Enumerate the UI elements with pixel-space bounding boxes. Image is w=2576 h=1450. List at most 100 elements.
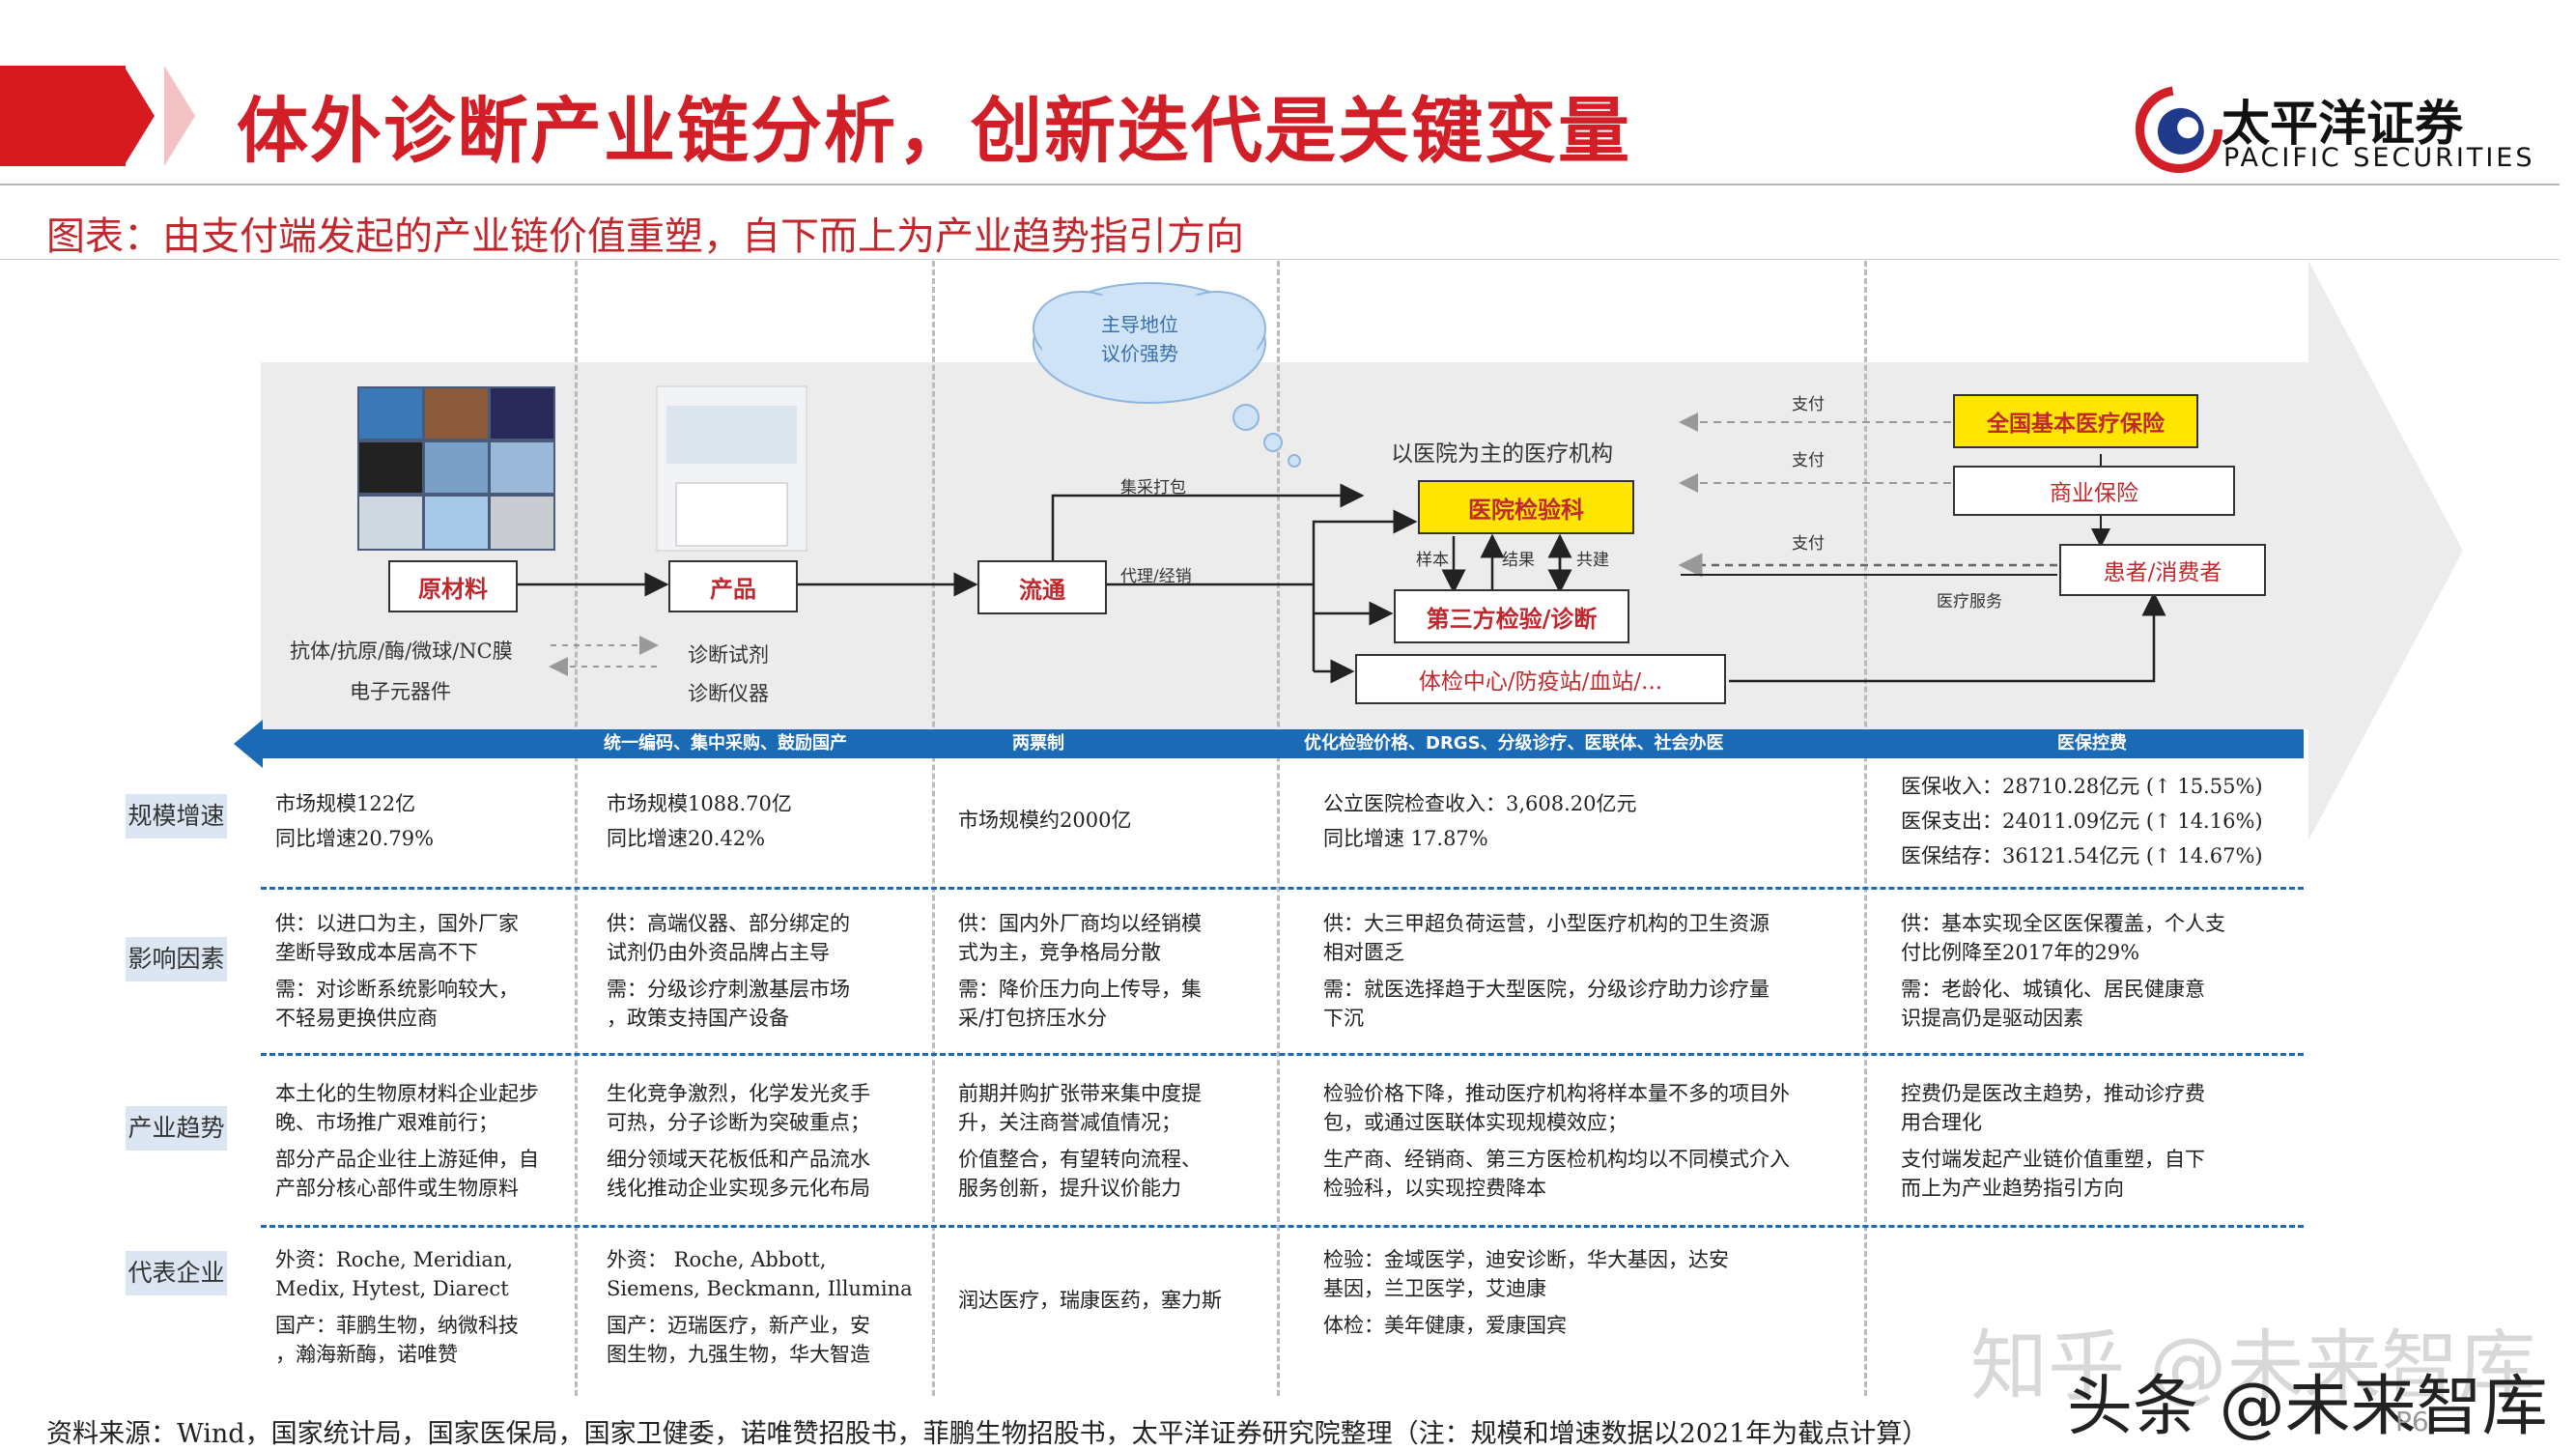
header-rule xyxy=(0,184,2560,185)
policy-seg-2: 两票制 xyxy=(1012,733,1064,753)
row-label-rep: 代表企业 xyxy=(126,1251,227,1295)
table-cell-text: 下沉 xyxy=(1323,1007,1364,1030)
agency-label: 代理/经销 xyxy=(1120,567,1192,586)
table-cell-text: 检验：金域医学，迪安诊断，华大基因，达安 xyxy=(1323,1248,1729,1271)
table-cell-text: 需：就医选择趋于大型医院，分级诊疗助力诊疗量 xyxy=(1323,978,1769,1001)
table-cell-text: 晚、市场推广艰难前行； xyxy=(275,1111,498,1134)
table-cell-text: 需：老龄化、城镇化、居民健康意 xyxy=(1901,978,2205,1001)
table-cell-text: 国产：迈瑞医疗，新产业，安 xyxy=(607,1314,870,1337)
column-divider xyxy=(932,261,935,1396)
table-cell-text: 需：降价压力向上传导，集 xyxy=(958,978,1202,1001)
table-cell-text: 国产：菲鹏生物，纳微科技 xyxy=(275,1314,519,1337)
table-cell-text: 同比增速20.79% xyxy=(275,827,435,850)
table-cell-text: 识提高仍是驱动因素 xyxy=(1901,1007,2083,1030)
table-cell-text: 需：分级诊疗刺激基层市场 xyxy=(607,978,850,1001)
table-cell-text: 供：国内外厂商均以经销模 xyxy=(958,912,1202,935)
table-cell-text: 产部分核心部件或生物原料 xyxy=(275,1177,519,1200)
table-cell-text: 支付端发起产业链价值重塑，自下 xyxy=(1901,1148,2205,1171)
pay-label-2: 支付 xyxy=(1792,451,1825,470)
table-cell-text: 检验价格下降，推动医疗机构将样本量不多的项目外 xyxy=(1323,1082,1790,1105)
row-label-trend: 产业趋势 xyxy=(126,1106,227,1151)
table-cell-text: 供：大三甲超负荷运营，小型医疗机构的卫生资源 xyxy=(1323,912,1769,935)
table-cell-text: 基因，兰卫医学，艾迪康 xyxy=(1323,1277,1546,1300)
raw-items-1: 抗体/抗原/酶/微球/NC膜 xyxy=(290,640,513,663)
table-cell-text: 付比例降至2017年的29% xyxy=(1901,941,2140,964)
table-cell-text: 相对匮乏 xyxy=(1323,941,1404,964)
table-cell-text: 可热，分子诊断为突破重点； xyxy=(607,1111,870,1134)
chart-subtitle: 图表：由支付端发起的产业链价值重塑，自下而上为产业趋势指引方向 xyxy=(46,214,1244,259)
table-cell-text: 不轻易更换供应商 xyxy=(275,1007,438,1030)
table-cell-text: 检验科，以实现控费降本 xyxy=(1323,1177,1546,1200)
third-party-box: 第三方检验/诊断 xyxy=(1394,589,1629,643)
subtitle-rule xyxy=(0,259,2560,260)
table-cell-text: 供：基本实现全区医保覆盖，个人支 xyxy=(1901,912,2225,935)
row-separator xyxy=(261,1053,2304,1056)
watermark-toutiao: 头条 @未来智库 xyxy=(2067,1369,2548,1445)
flow-arrows xyxy=(357,282,2166,684)
table-cell-text: 同比增速 17.87% xyxy=(1323,827,1488,850)
table-cell-text: Medix, Hytest, Diarect xyxy=(275,1277,509,1300)
table-cell-text: ，瀚海新酶，诺唯赞 xyxy=(275,1343,458,1366)
pay-label-3: 支付 xyxy=(1792,534,1825,554)
table-cell-text: 图生物，九强生物，华大智造 xyxy=(607,1343,870,1366)
table-cell-text: 供：以进口为主，国外厂家 xyxy=(275,912,519,935)
jicai-label: 集采打包 xyxy=(1120,478,1186,498)
page-number: P6 xyxy=(2395,1406,2429,1437)
table-cell-text: 公立医院检查收入：3,608.20亿元 xyxy=(1323,792,1637,815)
logo-text-cn: 太平洋证券 xyxy=(2222,96,2463,152)
policy-bar xyxy=(261,729,2304,758)
header-red-band xyxy=(0,66,126,166)
cobuild-label: 共建 xyxy=(1576,551,1609,570)
table-cell-text: 体检：美年健康，爱康国宾 xyxy=(1323,1314,1567,1337)
national-insurance-box: 全国基本医疗保险 xyxy=(1953,394,2198,448)
table-cell-text: 式为主，竞争格局分散 xyxy=(958,941,1161,964)
table-cell-text: 部分产品企业往上游延伸，自 xyxy=(275,1148,539,1171)
table-cell-text: 市场规模约2000亿 xyxy=(958,809,1132,832)
table-cell-text: ，政策支持国产设备 xyxy=(607,1007,789,1030)
table-cell-text: 升，关注商誉减值情况； xyxy=(958,1111,1181,1134)
table-cell-text: 控费仍是医改主趋势，推动诊疗费 xyxy=(1901,1082,2205,1105)
table-cell-text: 医保收入：28710.28亿元 (↑ 15.55%) xyxy=(1901,775,2263,798)
source-note: 资料来源：Wind，国家统计局，国家医保局，国家卫健委，诺唯赞招股书，菲鹏生物招… xyxy=(46,1419,1929,1449)
table-cell-text: 价值整合，有望转向流程、 xyxy=(958,1148,1202,1171)
table-cell-text: 细分领域天花板低和产品流水 xyxy=(607,1148,870,1171)
table-cell-text: 生化竞争激烈，化学发光炙手 xyxy=(607,1082,870,1105)
table-cell-text: 润达医疗，瑞康医药，塞力斯 xyxy=(958,1289,1222,1312)
table-cell-text: Siemens, Beckmann, Illumina xyxy=(607,1277,913,1300)
table-cell-text: 需：对诊断系统影响较大， xyxy=(275,978,519,1001)
cloud-text-1: 主导地位 xyxy=(1101,313,1178,336)
table-cell-text: 包，或通过医联体实现规模效应； xyxy=(1323,1111,1628,1134)
sample-label: 样本 xyxy=(1416,551,1449,570)
logo-text-en: PACIFIC SECURITIES xyxy=(2223,143,2535,173)
row-label-scale: 规模增速 xyxy=(126,794,227,839)
table-cell-text: 医保支出：24011.09亿元 (↑ 14.16%) xyxy=(1901,810,2263,833)
column-divider xyxy=(1277,261,1280,1396)
page-title: 体外诊断产业链分析，创新迭代是关键变量 xyxy=(237,90,1631,173)
table-cell-text: 采/打包挤压水分 xyxy=(958,1007,1108,1030)
table-cell-text: 服务创新，提升议价能力 xyxy=(958,1177,1181,1200)
pay-label-1: 支付 xyxy=(1792,395,1825,414)
table-cell-text: 外资：Roche, Meridian, xyxy=(275,1248,514,1271)
header-chevron-light xyxy=(164,66,195,166)
hospital-lab-box: 医院检验科 xyxy=(1418,480,1634,534)
table-cell-text: 本土化的生物原材料企业起步 xyxy=(275,1082,539,1105)
column-divider xyxy=(1864,261,1867,1396)
policy-seg-4: 医保控费 xyxy=(2057,733,2127,753)
table-cell-text: 生产商、经销商、第三方医检机构均以不同模式介入 xyxy=(1323,1148,1790,1171)
table-cell-text: 医保结存：36121.54亿元 (↑ 14.67%) xyxy=(1901,844,2263,867)
product-items-2: 诊断仪器 xyxy=(688,682,769,705)
column-divider xyxy=(575,261,578,1396)
table-cell-text: 市场规模1088.70亿 xyxy=(607,792,792,815)
table-cell-text: 前期并购扩张带来集中度提 xyxy=(958,1082,1202,1105)
table-cell-text: 外资： Roche, Abbott, xyxy=(607,1248,827,1271)
patient-box: 患者/消费者 xyxy=(2059,544,2266,596)
policy-bar-arrowhead xyxy=(234,720,263,768)
table-cell-text: 线化推动企业实现多元化布局 xyxy=(607,1177,870,1200)
policy-seg-1: 统一编码、集中采购、鼓励国产 xyxy=(604,733,847,753)
hospital-group-label: 以医院为主的医疗机构 xyxy=(1391,441,1613,467)
watermark-zhihu: 知乎 @未来智库 xyxy=(1970,1322,2536,1411)
header-chevron xyxy=(124,66,155,166)
table-cell-text: 而上为产业趋势指引方向 xyxy=(1901,1177,2124,1200)
table-cell-text: 市场规模122亿 xyxy=(275,792,416,815)
result-label: 结果 xyxy=(1502,551,1535,570)
